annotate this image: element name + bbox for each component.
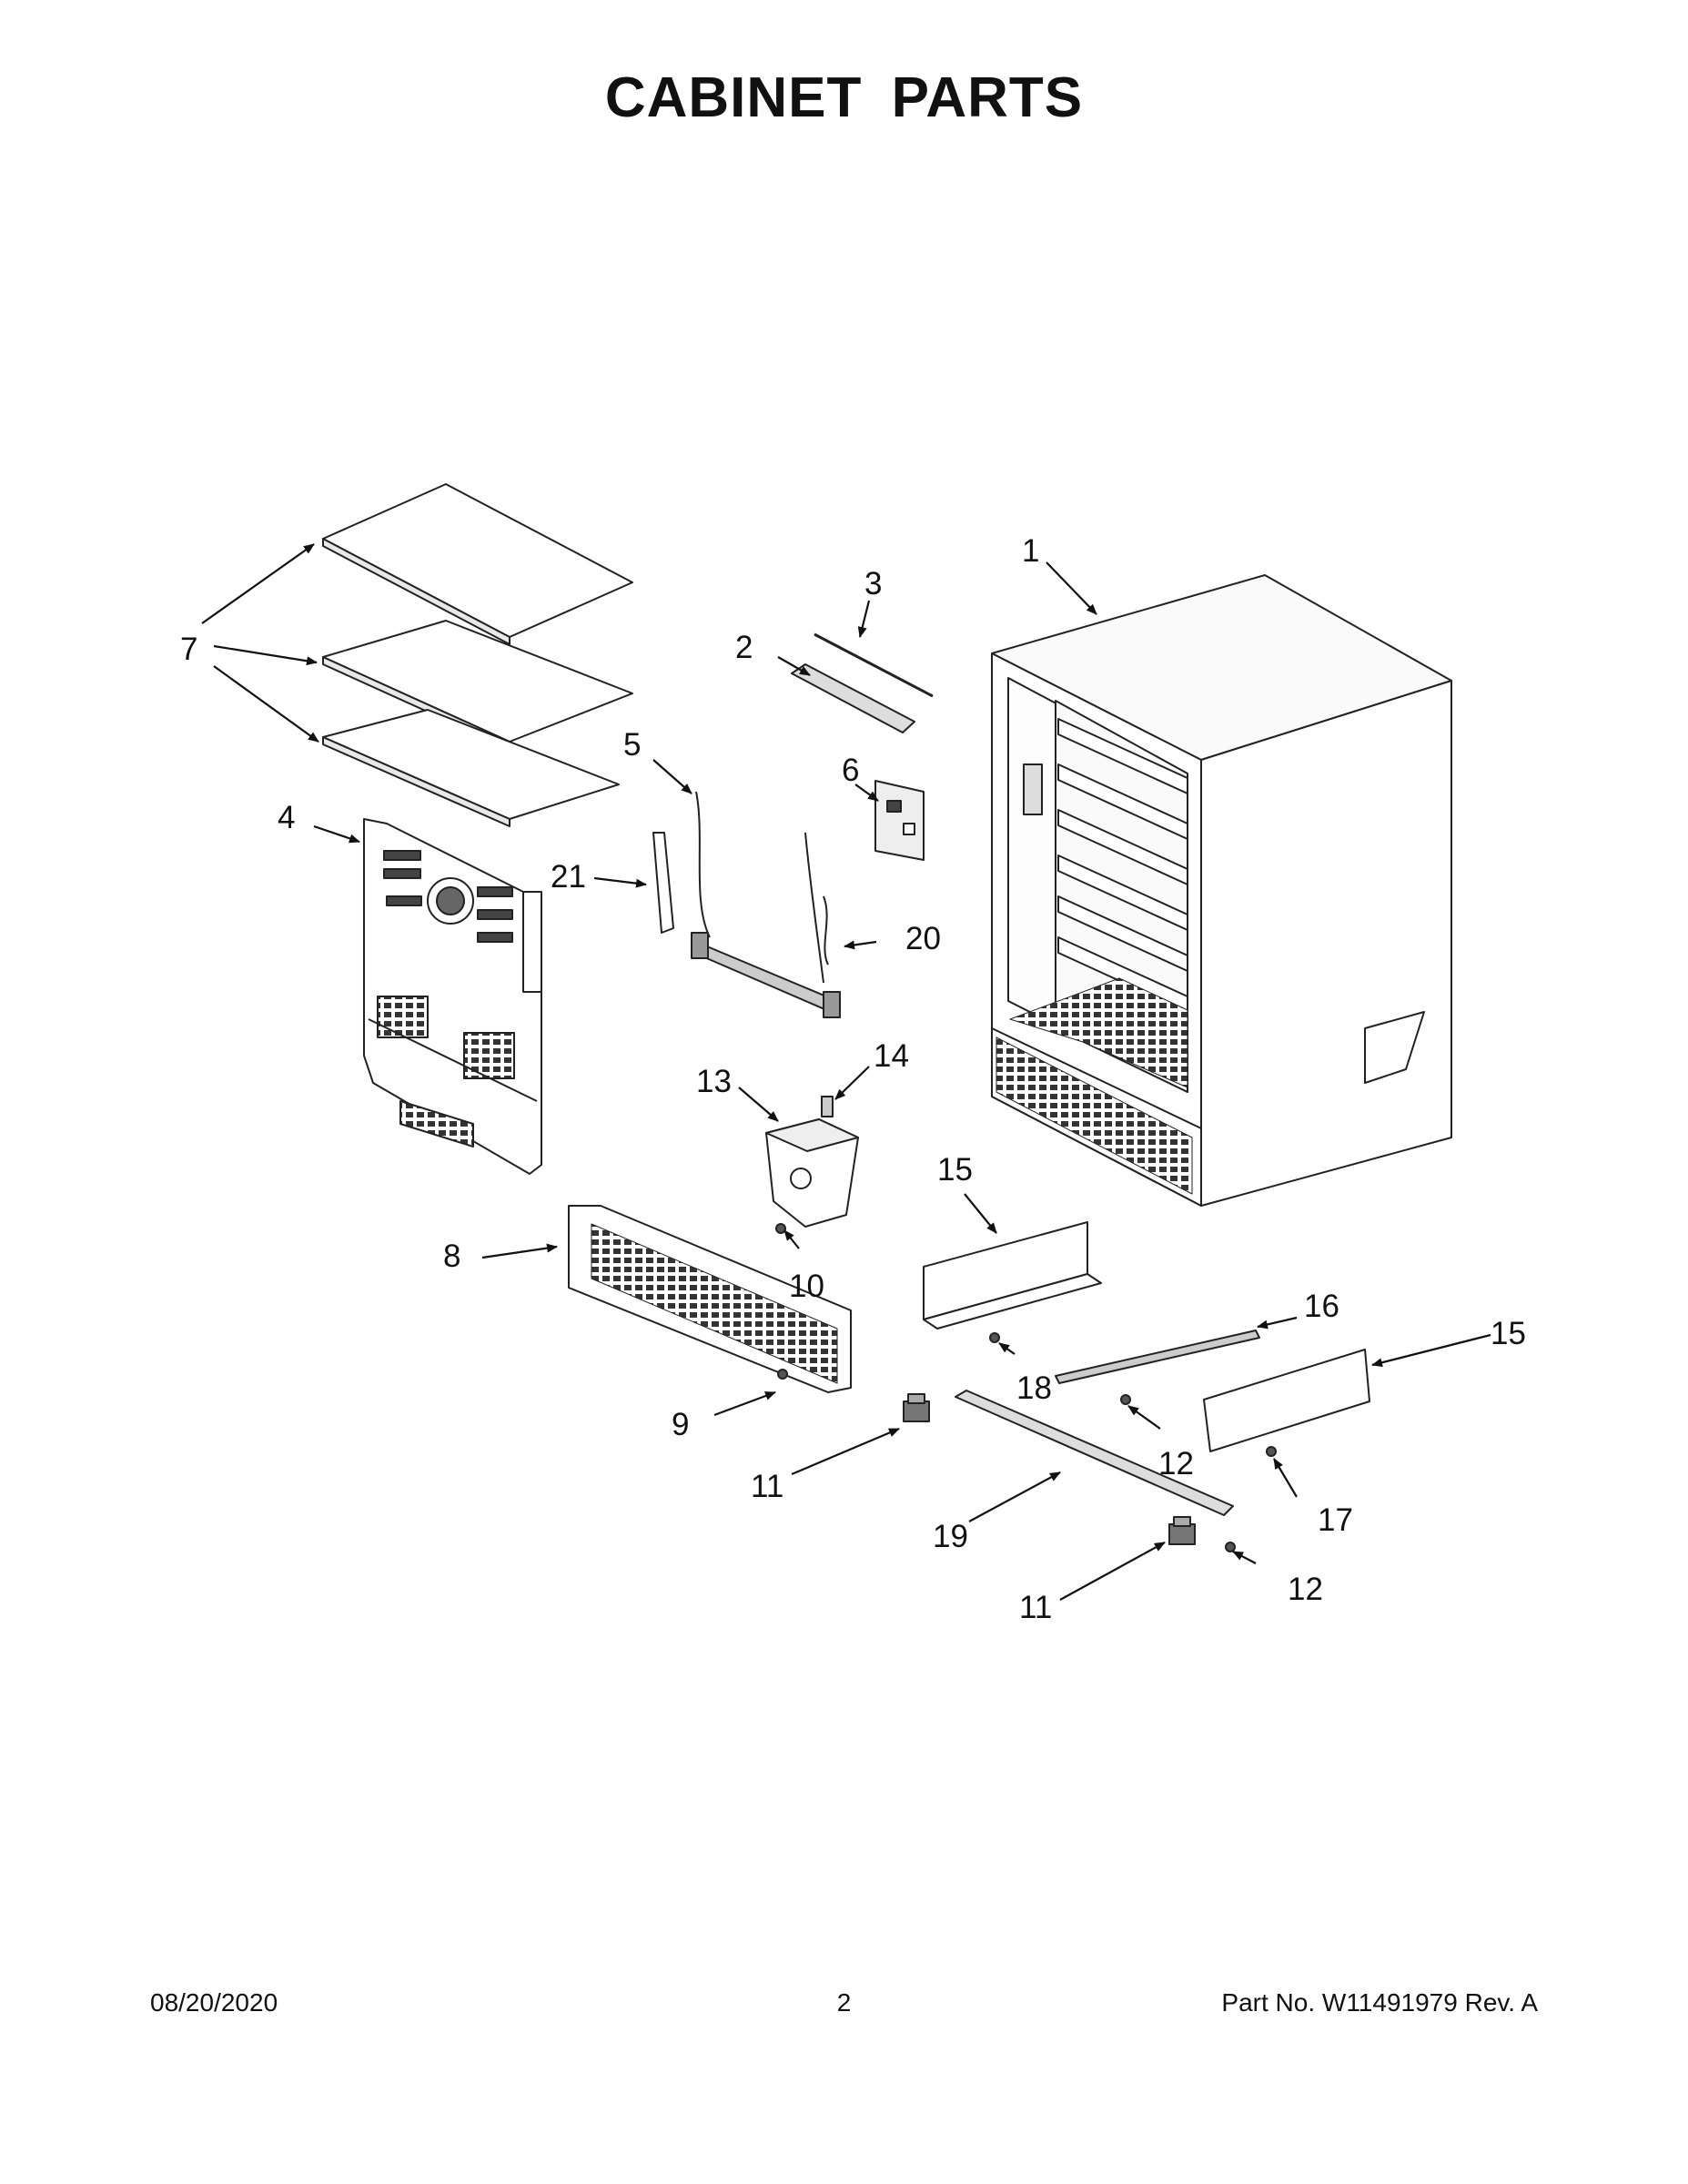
callout-labels: 1 2 3 4 5 6 7 8 9 10 11 11 12 12 13 14 1…	[180, 533, 1526, 1625]
trim-strip	[1055, 1330, 1260, 1384]
callout-16: 16	[1304, 1289, 1339, 1324]
drain-pan	[765, 1118, 859, 1228]
callout-7: 7	[180, 632, 197, 667]
kick-plate-bracket-lower	[1203, 1349, 1370, 1452]
stabilizer-bar	[955, 1390, 1234, 1516]
kick-plate-screw	[1266, 1446, 1277, 1457]
footer-date: 08/20/2020	[150, 1988, 278, 2017]
callout-20: 20	[905, 921, 941, 956]
callout-15-upper: 15	[937, 1152, 973, 1188]
callout-13: 13	[696, 1064, 732, 1099]
callout-15-lower: 15	[1491, 1316, 1526, 1351]
sensor-strip	[652, 832, 674, 934]
bracket-screw	[989, 1332, 1000, 1343]
leader-arrows	[201, 543, 1491, 1601]
callout-4: 4	[278, 800, 295, 835]
kick-plate-bracket-upper	[923, 1221, 1102, 1330]
callout-12-upper: 12	[1158, 1446, 1194, 1481]
trim-screw	[1120, 1394, 1131, 1405]
callout-18: 18	[1016, 1370, 1052, 1406]
pan-screw	[775, 1223, 786, 1234]
callout-5: 5	[623, 727, 641, 763]
leveling-screw	[1225, 1542, 1236, 1552]
callout-1: 1	[1022, 533, 1039, 569]
callout-21: 21	[551, 859, 586, 895]
callout-2: 2	[735, 630, 753, 665]
front-grille	[568, 1205, 852, 1393]
rear-panel	[363, 818, 542, 1175]
grille-screw	[777, 1369, 788, 1380]
footer-part-number: Part No. W11491979 Rev. A	[1221, 1988, 1538, 2017]
pan-clip	[821, 1096, 834, 1117]
glass-shelf-top	[322, 483, 633, 645]
callout-6: 6	[842, 753, 859, 788]
callout-9: 9	[672, 1407, 689, 1442]
callout-8: 8	[443, 1239, 460, 1274]
footer-page-number: 2	[836, 1988, 852, 2017]
callout-19: 19	[933, 1519, 968, 1554]
callout-14: 14	[874, 1038, 909, 1074]
cabinet	[991, 574, 1452, 1207]
callout-11-front: 11	[751, 1469, 783, 1504]
callout-11-rear: 11	[1019, 1590, 1052, 1625]
callout-12-lower: 12	[1288, 1572, 1323, 1607]
glass-shelf-bottom	[322, 709, 620, 827]
callout-3: 3	[864, 566, 882, 602]
light-bar-assembly	[691, 791, 841, 1018]
wire-rod	[814, 632, 934, 698]
page-title: CABINET PARTS	[604, 66, 1084, 129]
callout-10: 10	[789, 1269, 824, 1304]
leveling-foot-rear	[1168, 1516, 1196, 1545]
leveling-foot-front	[903, 1393, 930, 1422]
callout-17: 17	[1318, 1502, 1353, 1538]
control-board	[874, 780, 925, 861]
